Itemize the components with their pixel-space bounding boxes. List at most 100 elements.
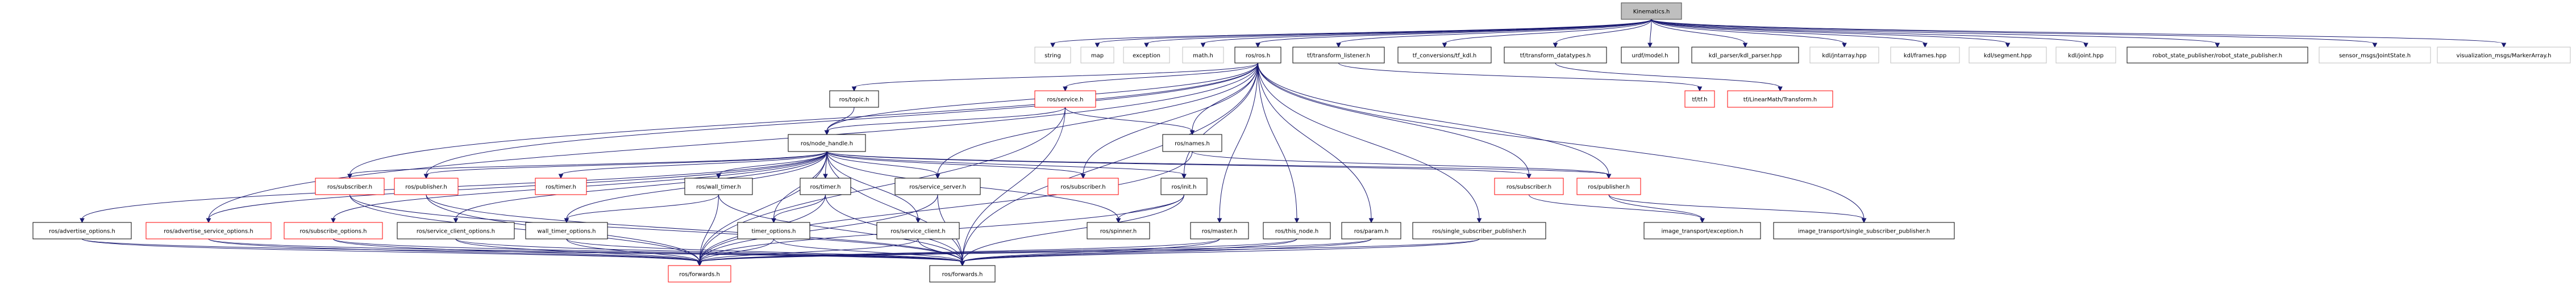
node-ros-names[interactable]: ros/names.h [1162,134,1222,152]
node-kdl-parser[interactable]: kdl_parser/kdl_parser.hpp [1691,47,1799,64]
node-tf-transform[interactable]: tf/LinearMath/Transform.h [1727,90,1833,108]
edge-node_handle-to-service_server [826,151,940,179]
arrowhead-icon [2501,43,2507,48]
node-tf-tf[interactable]: tf/tf.h [1684,90,1715,108]
node-tf-datatypes[interactable]: tf/transform_datatypes.h [1504,47,1607,64]
node-box [2319,47,2431,64]
node-label: tf_conversions/tf_kdl.h [1413,53,1476,59]
node-jointstate[interactable]: sensor_msgs/JointState.h [2319,47,2431,64]
node-pub2[interactable]: ros/publisher.h [1576,178,1641,195]
arrowhead-icon [1697,86,1703,92]
node-label: kdl_parser/kdl_parser.hpp [1709,53,1782,59]
edge-tf_listener-to-tf_tf [1338,62,1703,92]
node-exception[interactable]: exception [1123,47,1170,64]
node-forwards1[interactable]: ros/forwards.h [668,265,731,283]
arrowhead-icon [423,174,429,179]
node-forwards2[interactable]: ros/forwards.h [929,265,996,283]
node-kdl-joint[interactable]: kdl/joint.hpp [2055,47,2116,64]
node-sub2[interactable]: ros/subscriber.h [1047,178,1119,195]
arrowhead-icon [1255,43,1260,48]
edge-timer2-to-timer_opts [771,194,826,224]
node-timer2[interactable]: ros/timer.h [800,178,851,195]
node-ros-init[interactable]: ros/init.h [1160,178,1208,195]
node-adv-srv-opts[interactable]: ros/advertise_service_options.h [145,222,272,239]
arrowhead-icon [935,174,940,179]
node-box [1621,47,1679,64]
node-service-server[interactable]: ros/service_server.h [894,178,981,195]
edge-ros_ros-to-ros_topic [851,62,1258,92]
node-label: ros/publisher.h [405,184,447,191]
edge-ros_service-to-ros_names [1065,107,1195,136]
node-tf-kdl[interactable]: tf_conversions/tf_kdl.h [1397,47,1492,64]
node-label: ros/advertise_service_options.h [164,229,253,235]
node-ros-ros[interactable]: ros/ros.h [1234,47,1281,64]
node-box [1047,178,1119,195]
node-box [315,178,385,195]
node-map[interactable]: map [1080,47,1114,64]
node-kdl-frames[interactable]: kdl/frames.hpp [1890,47,1960,64]
node-ros-service[interactable]: ros/service.h [1034,90,1096,108]
arrowhead-icon [1095,43,1100,48]
arrowhead-icon [1144,43,1149,48]
node-sub3[interactable]: ros/subscriber.h [1494,178,1564,195]
node-label: ros/subscribe_options.h [300,229,367,235]
arrowhead-icon [2005,43,2011,48]
node-box [876,222,960,239]
node-kdl-segment[interactable]: kdl/segment.hpp [1969,47,2047,64]
edge-single_sub_pub-to-forwards2 [960,238,1480,267]
arrowhead-icon [206,218,211,224]
node-box [1576,178,1641,195]
node-ros-topic[interactable]: ros/topic.h [829,90,879,108]
node-this-node[interactable]: ros/this_node.h [1263,222,1331,239]
node-it-exception[interactable]: image_transport/exception.h [1643,222,1761,239]
node-wall-timer-opts[interactable]: wall_timer_options.h [525,222,608,239]
node-wall-timer[interactable]: ros/wall_timer.h [684,178,753,195]
node-service-client[interactable]: ros/service_client.h [876,222,960,239]
node-srv-client-opts[interactable]: ros/service_client_options.h [397,222,515,239]
node-box [1087,222,1150,239]
node-rsp[interactable]: robot_state_publisher/robot_state_publis… [2126,47,2308,64]
node-box [1162,134,1222,152]
node-box [1643,222,1761,239]
node-box [397,222,515,239]
node-timer1[interactable]: ros/timer.h [535,178,587,195]
node-label: ros/forwards.h [942,272,983,278]
node-label: kdl/frames.hpp [1904,53,1946,59]
edge-node_handle-to-ros_init [826,151,1187,179]
node-sub-opts[interactable]: ros/subscribe_options.h [284,222,383,239]
edge-ros_ros-to-it_single_sub_pub [1258,62,1867,224]
node-pub1[interactable]: ros/publisher.h [394,178,459,195]
node-kinematics[interactable]: Kinematics.h [1621,2,1682,20]
node-timer-opts[interactable]: timer_options.h [737,222,810,239]
edge-kinematics-to-tf_datatypes [1553,19,1652,48]
node-single-sub-pub[interactable]: ros/single_subscriber_publisher.h [1412,222,1546,239]
node-kdl-jntarray[interactable]: kdl/jntarray.hpp [1809,47,1879,64]
node-markerarray[interactable]: visualization_msgs/MarkerArray.h [2437,47,2571,64]
node-label: ros/service_server.h [909,184,966,191]
arrowhead-icon [1476,218,1482,224]
arrowhead-icon [915,218,921,224]
node-box [1234,47,1281,64]
node-box [1263,222,1331,239]
node-label: kdl/joint.hpp [2068,53,2103,59]
node-label: image_transport/single_subscriber_publis… [1798,229,1930,235]
node-urdf-model[interactable]: urdf/model.h [1621,47,1679,64]
node-string[interactable]: string [1034,47,1071,64]
node-master[interactable]: ros/master.h [1190,222,1249,239]
node-node-handle[interactable]: ros/node_handle.h [788,134,866,152]
node-label: ros/names.h [1175,141,1210,147]
nodes-layer: Kinematics.h string map exception math.h ros/… [32,2,2571,283]
arrowhead-icon [1647,43,1653,48]
node-sub1[interactable]: ros/subscriber.h [315,178,385,195]
node-box [1182,47,1224,64]
edge-tf_datatypes-to-tf_transform [1555,62,1783,92]
node-spinner[interactable]: ros/spinner.h [1087,222,1150,239]
node-param[interactable]: ros/param.h [1341,222,1401,239]
node-it-single-sub-pub[interactable]: image_transport/single_subscriber_publis… [1773,222,1955,239]
arrowhead-icon [1368,218,1374,224]
node-adv-opts[interactable]: ros/advertise_options.h [32,222,132,239]
node-box [1123,47,1170,64]
node-tf-listener[interactable]: tf/transform_listener.h [1292,47,1385,64]
node-math[interactable]: math.h [1182,47,1224,64]
node-label: ros/subscriber.h [1060,184,1105,191]
